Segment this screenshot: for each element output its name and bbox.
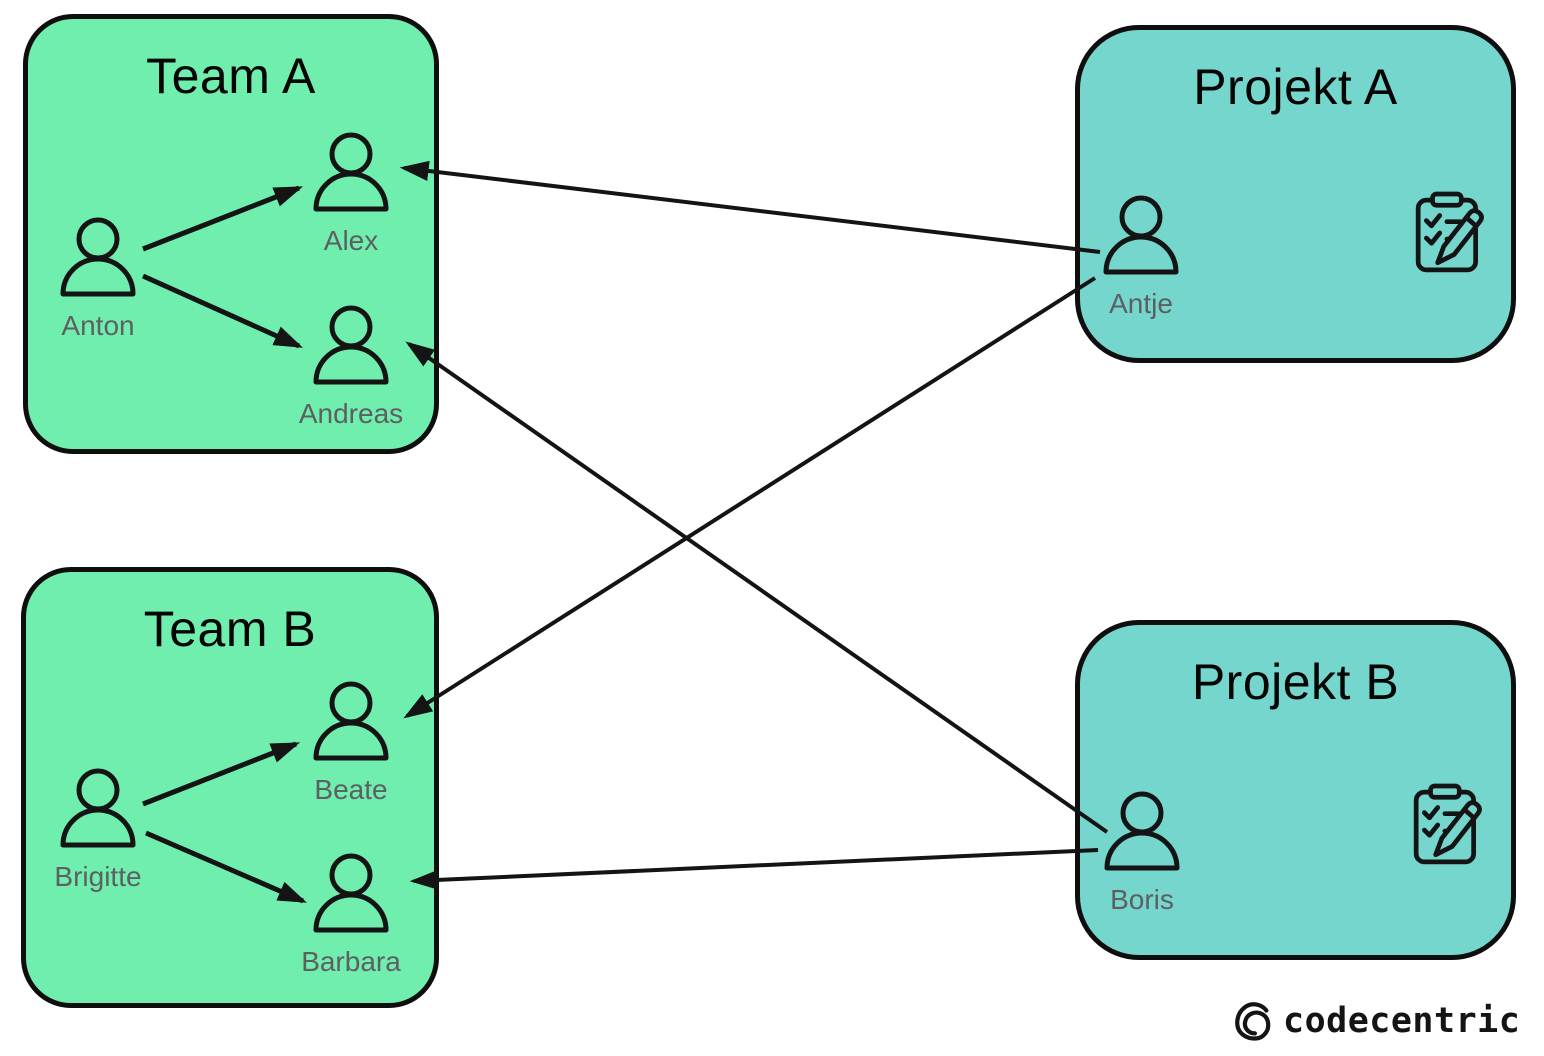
codecentric-logo-text: codecentric: [1283, 1001, 1521, 1041]
person-icon: [1104, 791, 1180, 871]
person-label-brigitte: Brigitte: [54, 861, 142, 892]
person-antje: Antje: [1101, 195, 1181, 319]
person-alex: Alex: [311, 132, 391, 256]
team-b-title: Team B: [143, 601, 317, 657]
clipboard-pencil-icon: [1413, 783, 1482, 865]
person-icon: [313, 681, 389, 761]
person-icon: [313, 853, 389, 933]
person-label-boris: Boris: [1110, 884, 1174, 915]
person-brigitte: Brigitte: [54, 768, 142, 892]
person-andreas: Andreas: [299, 305, 403, 429]
person-label-barbara: Barbara: [301, 946, 401, 977]
arrow-boris-barbara: [409, 848, 1099, 891]
person-icon: [60, 217, 136, 297]
person-barbara: Barbara: [301, 853, 401, 977]
arrow-antje-alex: [399, 160, 1101, 254]
clipboard-pencil-icon: [1415, 191, 1484, 273]
person-icon: [1103, 195, 1179, 275]
person-label-antje: Antje: [1109, 288, 1173, 319]
codecentric-logo: codecentric: [1232, 998, 1520, 1044]
person-label-beate: Beate: [314, 774, 388, 805]
person-label-andreas: Andreas: [298, 398, 404, 429]
person-beate: Beate: [311, 681, 391, 805]
person-anton: Anton: [58, 217, 138, 341]
person-icon: [313, 305, 389, 385]
person-icon: [313, 132, 389, 212]
person-label-anton: Anton: [61, 310, 135, 341]
team-a-box: Team A: [23, 14, 439, 454]
arrow-boris-andreas: [405, 341, 1109, 834]
codecentric-swirl-icon: [1235, 1002, 1271, 1041]
projekt-a-title: Projekt A: [1193, 59, 1398, 115]
projekt-b-title: Projekt B: [1191, 654, 1400, 710]
person-icon: [60, 768, 136, 848]
person-label-alex: Alex: [323, 225, 379, 256]
team-a-title: Team A: [146, 48, 316, 104]
projekt-a-box: Projekt A: [1075, 25, 1516, 363]
person-boris: Boris: [1102, 791, 1182, 915]
arrow-antje-beate: [403, 276, 1097, 719]
